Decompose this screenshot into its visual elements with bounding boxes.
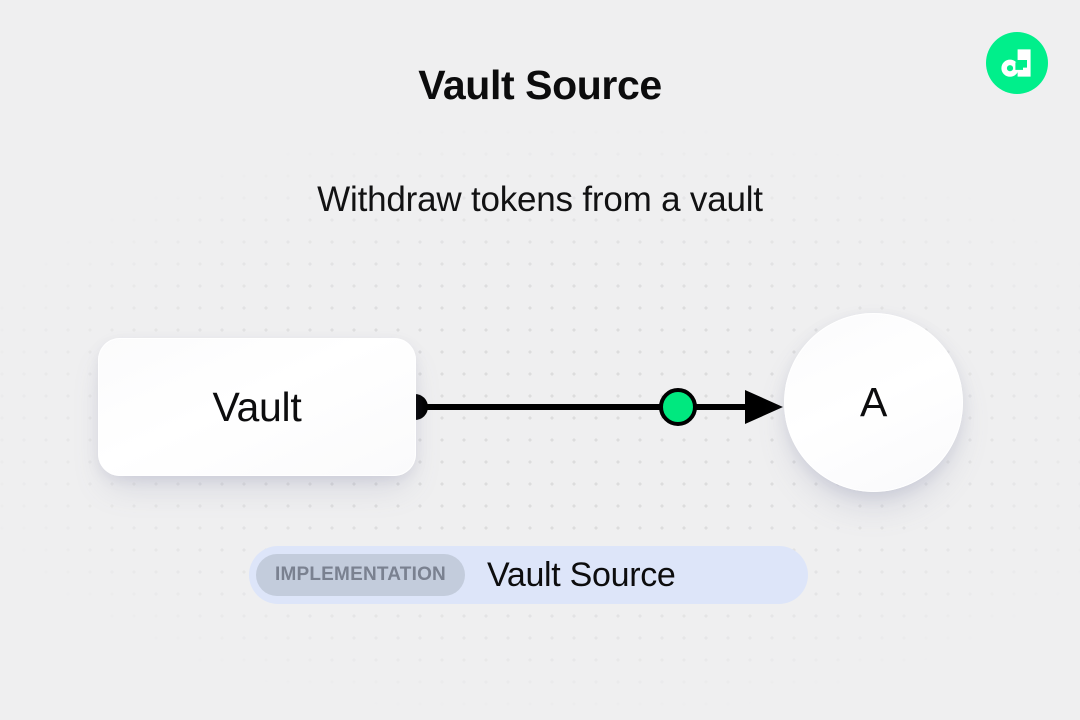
node-vault-label: Vault — [212, 383, 302, 430]
implementation-tag-label: IMPLEMENTATION — [275, 564, 446, 585]
edge-marker-dot — [659, 388, 697, 426]
node-a[interactable]: A — [784, 313, 963, 492]
implementation-badge: IMPLEMENTATION Vault Source — [249, 546, 808, 604]
implementation-tag: IMPLEMENTATION — [256, 554, 465, 596]
page-title: Vault Source — [418, 62, 662, 108]
page-subtitle: Withdraw tokens from a vault — [317, 180, 763, 219]
node-vault[interactable]: Vault — [98, 338, 416, 476]
implementation-name: Vault Source — [486, 555, 676, 594]
flow-logo-icon — [986, 32, 1048, 94]
node-a-label: A — [859, 379, 888, 425]
edge-arrowhead-icon — [745, 390, 783, 424]
